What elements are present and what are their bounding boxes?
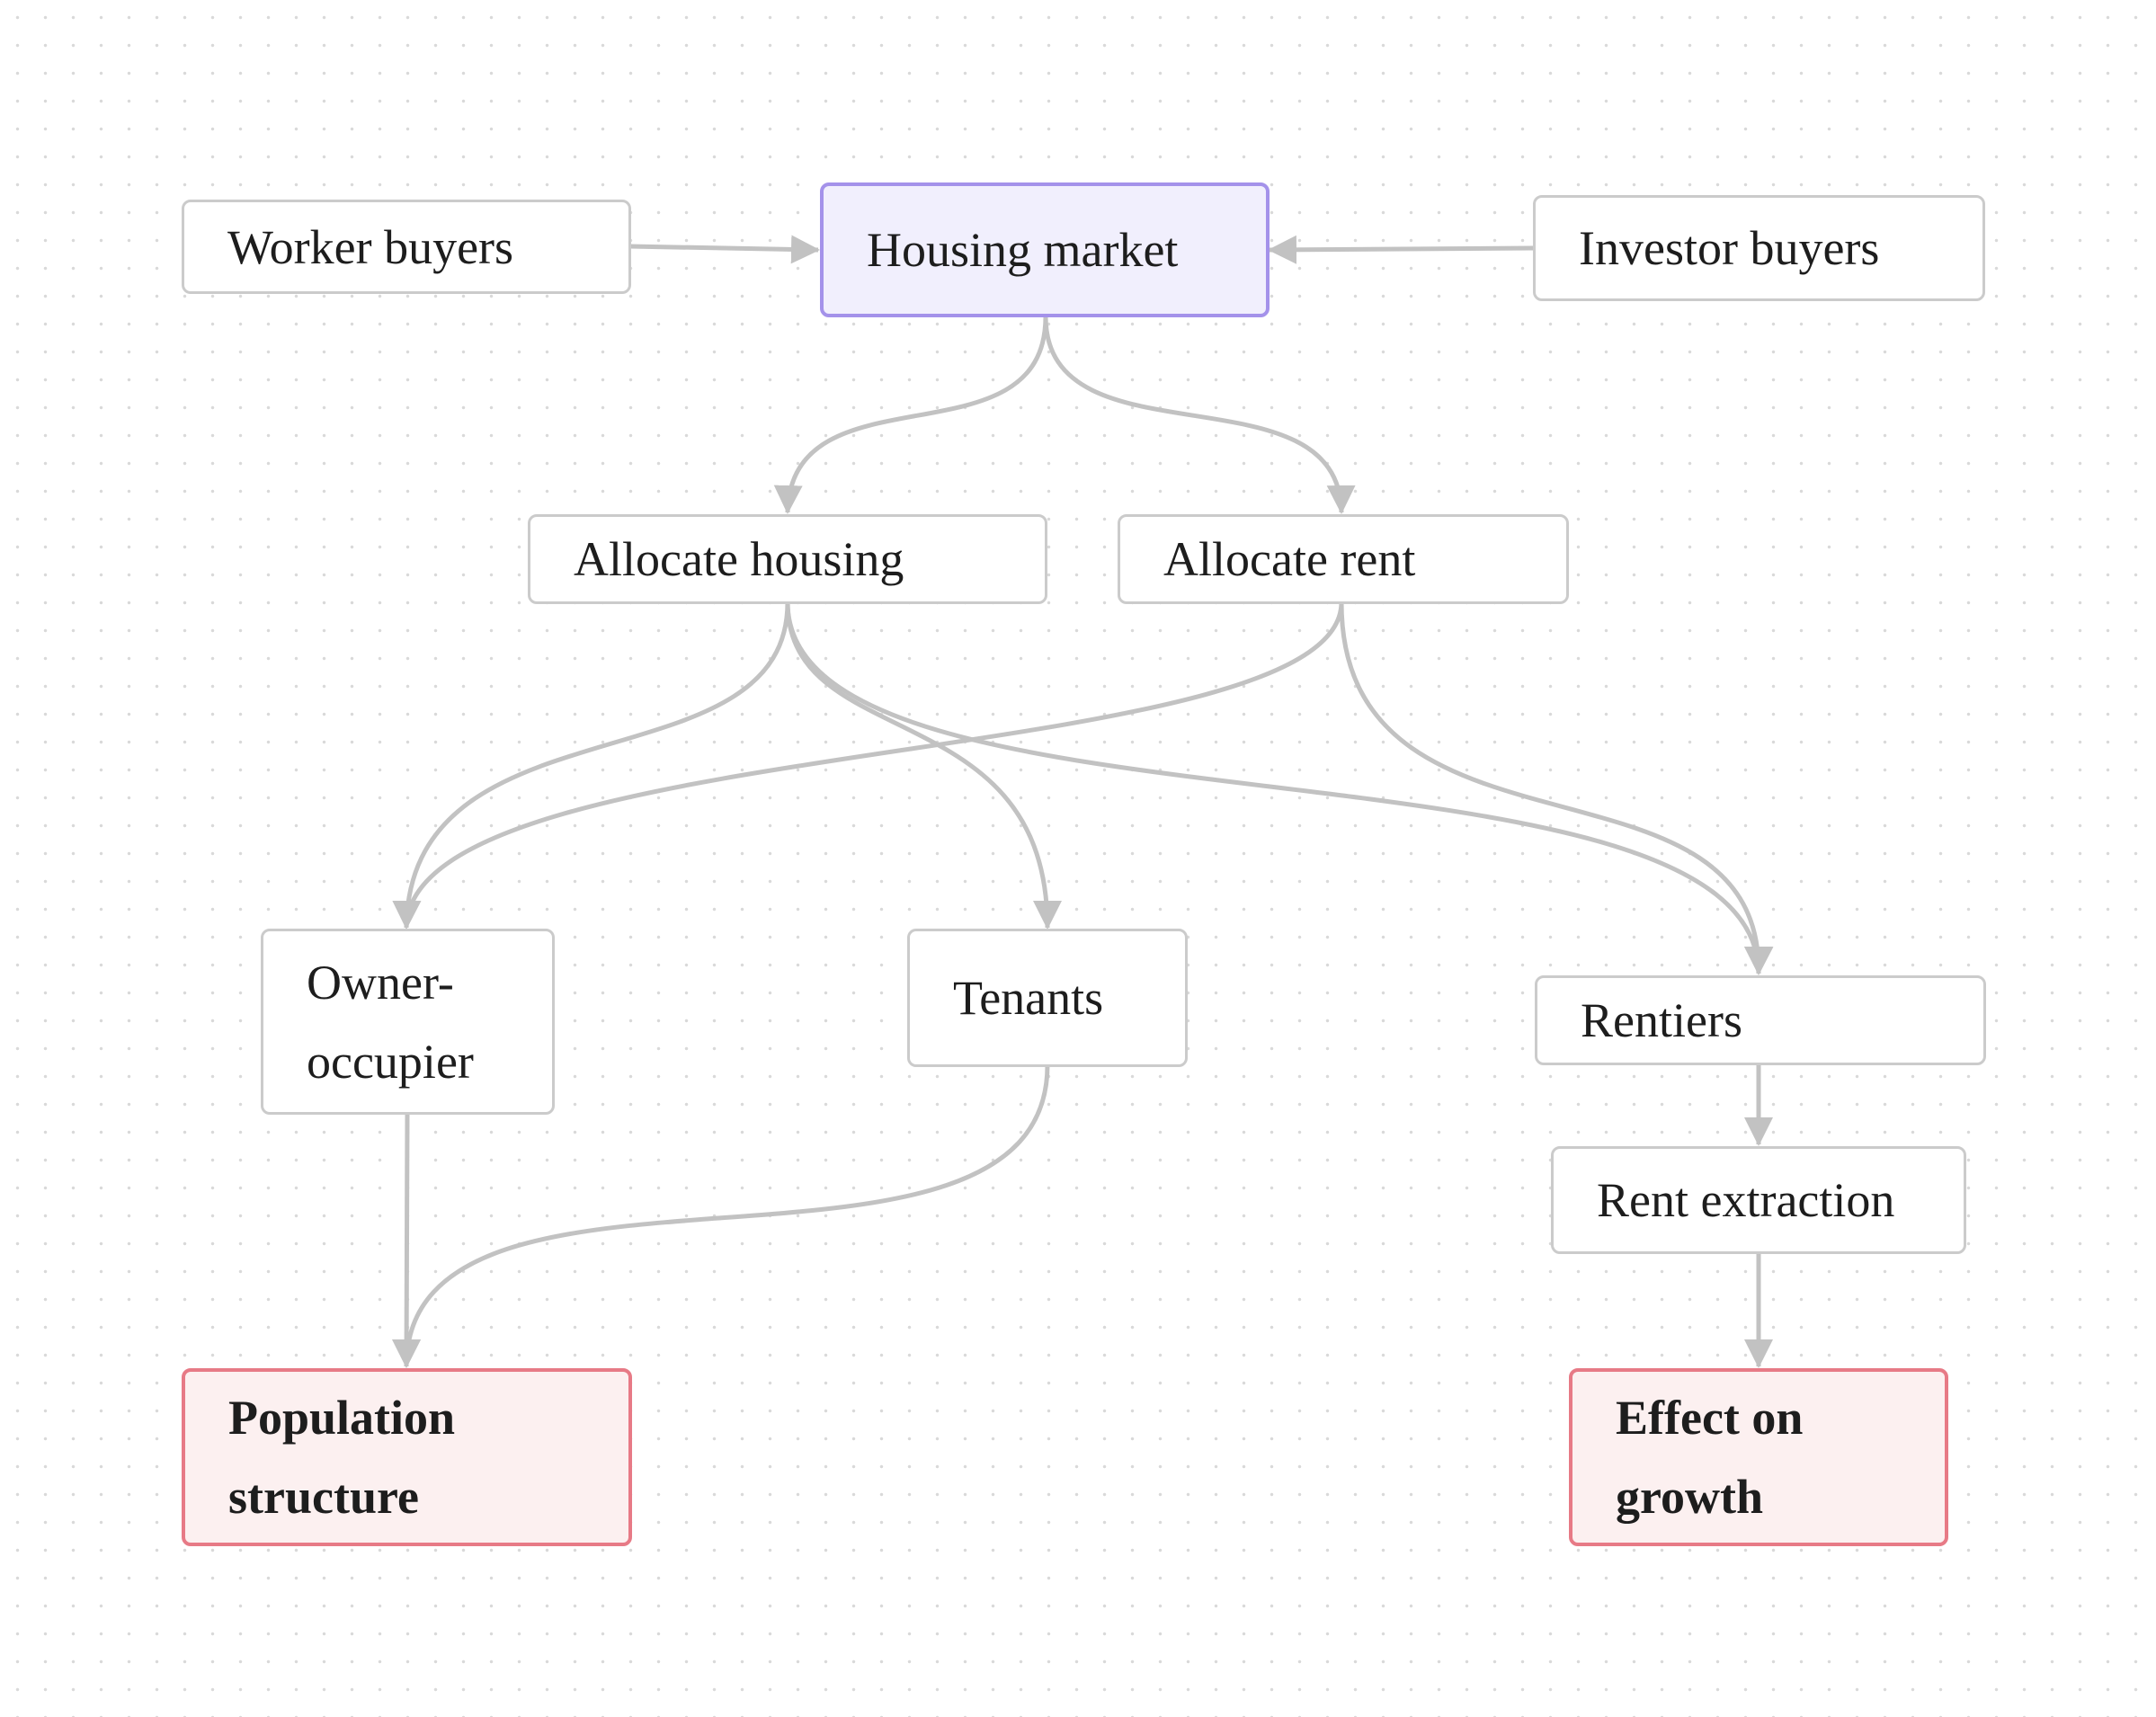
node-allocate-rent[interactable]: Allocate rent: [1118, 514, 1569, 604]
node-effect-on-growth-label-line2: growth: [1616, 1470, 1764, 1524]
node-tenants[interactable]: Tenants: [907, 929, 1188, 1067]
edge-allocate-housing-to-rentiers: [785, 601, 1773, 975]
edge-allocate-rent-to-rentiers: [1339, 601, 1774, 975]
node-allocate-housing-label: Allocate housing: [574, 532, 904, 586]
node-investor-buyers-label: Investor buyers: [1579, 221, 1880, 275]
node-housing-market-label: Housing market: [867, 223, 1179, 277]
edge-investor-to-market: [1268, 235, 1534, 264]
node-effect-on-growth-label-line1: Effect on: [1616, 1391, 1804, 1445]
edge-allocate-housing-to-owner: [392, 601, 790, 930]
edge-allocate-rent-to-owner: [392, 601, 1344, 930]
node-housing-market[interactable]: Housing market: [820, 182, 1270, 317]
edge-market-to-allocate-housing: [773, 316, 1048, 514]
edge-tenants-to-population: [392, 1064, 1050, 1368]
node-investor-buyers[interactable]: Investor buyers: [1533, 195, 1985, 301]
node-rent-extraction-label: Rent extraction: [1597, 1173, 1895, 1227]
edge-market-to-allocate-rent: [1043, 316, 1356, 514]
node-effect-on-growth[interactable]: Effect on growth: [1569, 1368, 1948, 1546]
node-population-structure-label-line1: Population: [228, 1391, 456, 1445]
node-rentiers[interactable]: Rentiers: [1535, 975, 1986, 1065]
node-owner-occupier-label-line2: occupier: [307, 1034, 474, 1089]
edge-allocate-housing-to-tenants: [785, 601, 1062, 930]
node-rentiers-label: Rentiers: [1581, 993, 1742, 1047]
node-population-structure[interactable]: Population structure: [182, 1368, 632, 1546]
edge-worker-to-market: [628, 235, 820, 264]
edge-owner-to-population: [392, 1114, 422, 1368]
node-tenants-label: Tenants: [953, 971, 1104, 1025]
node-worker-buyers[interactable]: Worker buyers: [182, 200, 631, 294]
node-population-structure-label-line2: structure: [228, 1470, 419, 1524]
node-rent-extraction[interactable]: Rent extraction: [1551, 1146, 1966, 1254]
node-worker-buyers-label: Worker buyers: [227, 219, 514, 274]
node-allocate-housing[interactable]: Allocate housing: [528, 514, 1047, 604]
node-owner-occupier[interactable]: Owner- occupier: [261, 929, 555, 1115]
node-owner-occupier-label-line1: Owner-: [307, 955, 454, 1010]
node-allocate-rent-label: Allocate rent: [1163, 532, 1416, 586]
